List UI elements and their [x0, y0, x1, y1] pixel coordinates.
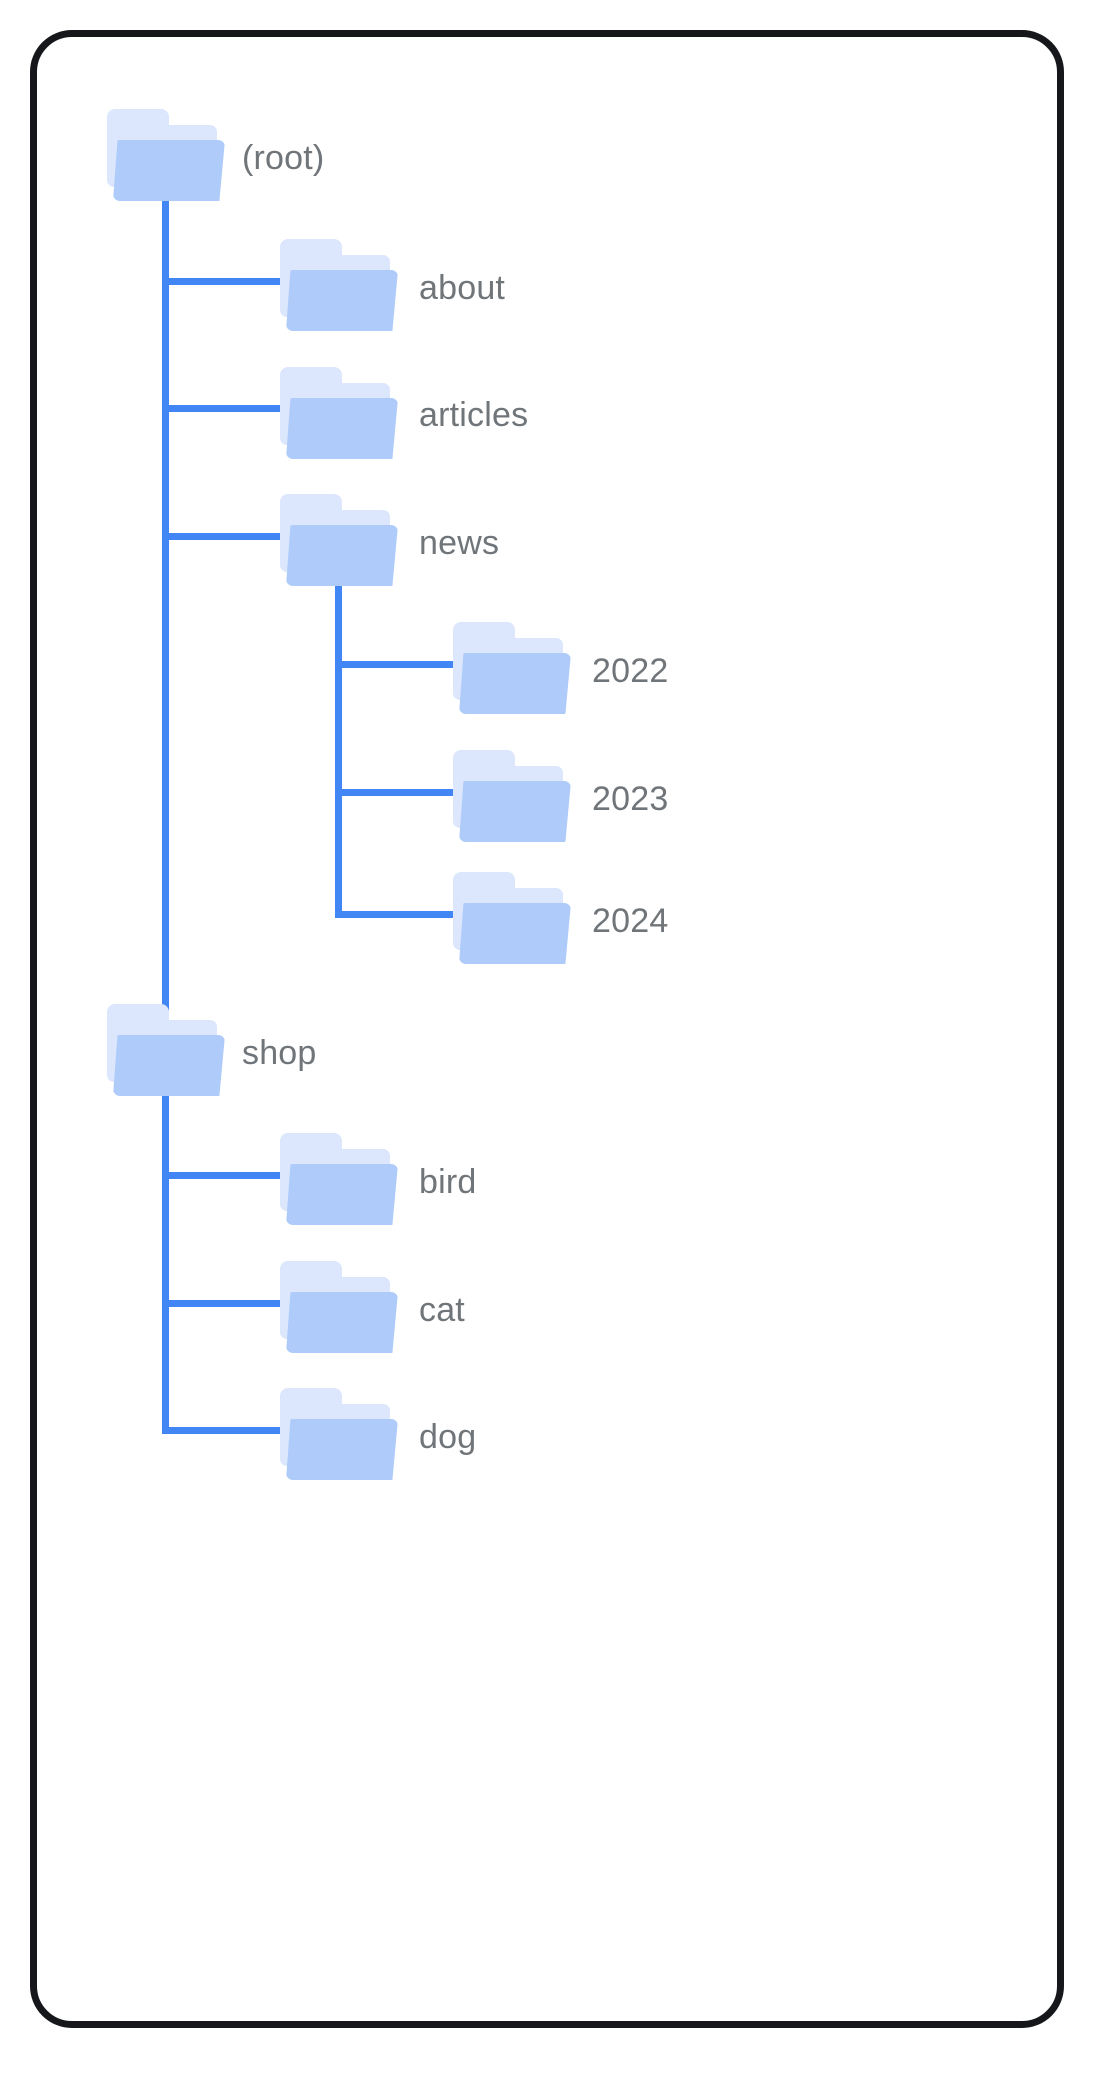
- folder-front-layer: [286, 1292, 398, 1353]
- node-label-2023[interactable]: 2023: [592, 780, 669, 818]
- folder-icon[interactable]: [280, 1388, 398, 1480]
- node-label-news[interactable]: news: [419, 524, 500, 562]
- node-label-2022[interactable]: 2022: [592, 652, 669, 690]
- folder-icon[interactable]: [453, 750, 571, 842]
- edge-shop-bird: [162, 1172, 290, 1179]
- edge-news-trunk: [335, 565, 342, 918]
- folder-front-layer: [113, 1035, 225, 1096]
- node-label-shop[interactable]: shop: [242, 1034, 317, 1072]
- folder-front-layer: [459, 903, 571, 964]
- edge-shop-cat: [162, 1300, 290, 1307]
- folder-icon[interactable]: [107, 1004, 225, 1096]
- folder-front-layer: [286, 398, 398, 459]
- folder-front-layer: [286, 1164, 398, 1225]
- folder-front-layer: [286, 270, 398, 331]
- folder-icon[interactable]: [280, 367, 398, 459]
- node-label-dog[interactable]: dog: [419, 1418, 477, 1456]
- edge-root-trunk: [162, 185, 169, 1434]
- folder-front-layer: [286, 525, 398, 586]
- folder-icon[interactable]: [280, 239, 398, 331]
- folder-tree: (root) about articles news: [37, 37, 1071, 2035]
- folder-front-layer: [459, 653, 571, 714]
- node-label-2024[interactable]: 2024: [592, 902, 669, 940]
- edge-news-2024: [335, 911, 463, 918]
- node-label-about[interactable]: about: [419, 269, 506, 307]
- folder-icon[interactable]: [280, 494, 398, 586]
- edge-news-2023: [335, 789, 463, 796]
- folder-icon[interactable]: [453, 622, 571, 714]
- folder-icon[interactable]: [453, 872, 571, 964]
- folder-front-layer: [113, 140, 225, 201]
- folder-front-layer: [286, 1419, 398, 1480]
- node-label-articles[interactable]: articles: [419, 396, 529, 434]
- edge-root-articles: [162, 405, 290, 412]
- edge-shop-dog: [162, 1427, 290, 1434]
- edge-root-about: [162, 278, 290, 285]
- edge-news-2022: [335, 661, 463, 668]
- edge-root-news: [162, 533, 290, 540]
- folder-icon[interactable]: [107, 109, 225, 201]
- node-label-bird[interactable]: bird: [419, 1163, 477, 1201]
- folder-icon[interactable]: [280, 1133, 398, 1225]
- folder-icon[interactable]: [280, 1261, 398, 1353]
- diagram-card: (root) about articles news: [30, 30, 1064, 2028]
- node-label-root[interactable]: (root): [242, 139, 325, 177]
- node-label-cat[interactable]: cat: [419, 1291, 465, 1329]
- folder-front-layer: [459, 781, 571, 842]
